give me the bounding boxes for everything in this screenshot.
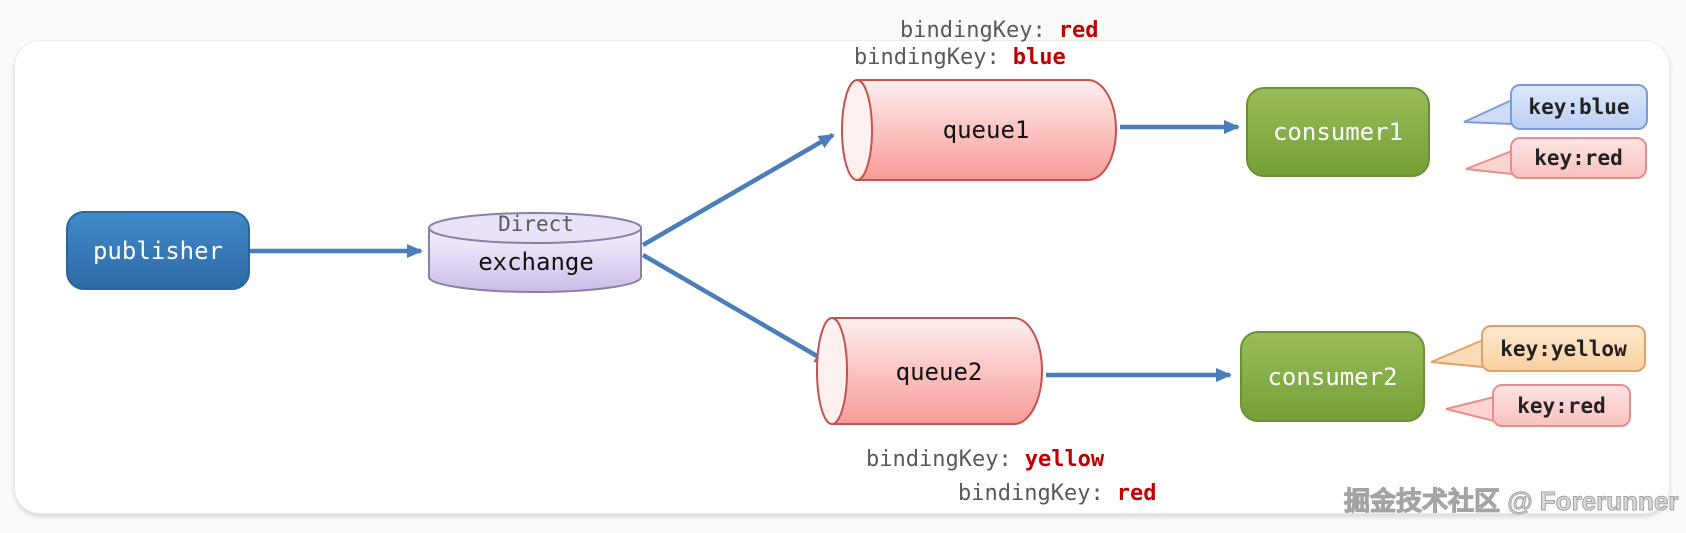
bubble-tail-key-yellow: [1430, 338, 1484, 369]
binding-key-value: red: [1116, 481, 1157, 506]
binding-key-bottom-yellow: bindingKey: yellow: [866, 447, 1104, 472]
binding-key-value: yellow: [1024, 447, 1105, 472]
consumer1-label: consumer1: [1272, 118, 1404, 146]
exchange-cylinder: [428, 212, 642, 293]
binding-key-label: bindingKey:: [958, 481, 1104, 506]
bubble-key-red-label: key:red: [1517, 393, 1606, 418]
publisher-node: publisher: [66, 211, 250, 290]
consumer2-label: consumer2: [1267, 362, 1398, 391]
arrow-exchange-to-queue1: [641, 133, 835, 247]
binding-key-top-red: bindingKey: red: [900, 18, 1098, 43]
binding-key-label: bindingKey:: [854, 45, 1000, 70]
queue1-label: queue1: [942, 116, 1030, 144]
bubble-tail-key-red-2: [1445, 395, 1495, 423]
bubble-key-blue: key:blue: [1510, 84, 1648, 130]
consumer2-node: consumer2: [1240, 331, 1425, 422]
binding-key-label: bindingKey:: [866, 447, 1012, 472]
bubble-tail-key-red-1: [1465, 149, 1513, 176]
bubble-key-yellow-label: key:yellow: [1500, 336, 1627, 361]
exchange-label: exchange: [478, 248, 594, 276]
bubble-tail-key-blue: [1463, 98, 1513, 126]
publisher-label: publisher: [92, 236, 224, 265]
binding-key-value: red: [1058, 18, 1099, 43]
arrow-exchange-to-queue2: [641, 253, 831, 365]
binding-key-bottom-red: bindingKey: red: [958, 481, 1156, 506]
binding-key-label: bindingKey:: [900, 18, 1046, 43]
bubble-key-red-consumer1: key:red: [1510, 137, 1647, 179]
exchange-type-label: Direct: [498, 212, 574, 236]
bubble-key-red-consumer2: key:red: [1492, 384, 1631, 427]
queue2-cylinder: [816, 317, 1043, 425]
consumer1-node: consumer1: [1246, 87, 1430, 177]
binding-key-top-blue: bindingKey: blue: [854, 45, 1066, 70]
bubble-key-yellow: key:yellow: [1481, 325, 1646, 372]
bubble-key-red-label: key:red: [1534, 146, 1623, 170]
watermark: 掘金技术社区 @ Forerunner: [1343, 486, 1679, 517]
queue2-label: queue2: [895, 358, 983, 386]
binding-key-value: blue: [1012, 45, 1066, 70]
queue1-cylinder: [841, 79, 1117, 181]
bubble-key-blue-label: key:blue: [1528, 95, 1630, 119]
